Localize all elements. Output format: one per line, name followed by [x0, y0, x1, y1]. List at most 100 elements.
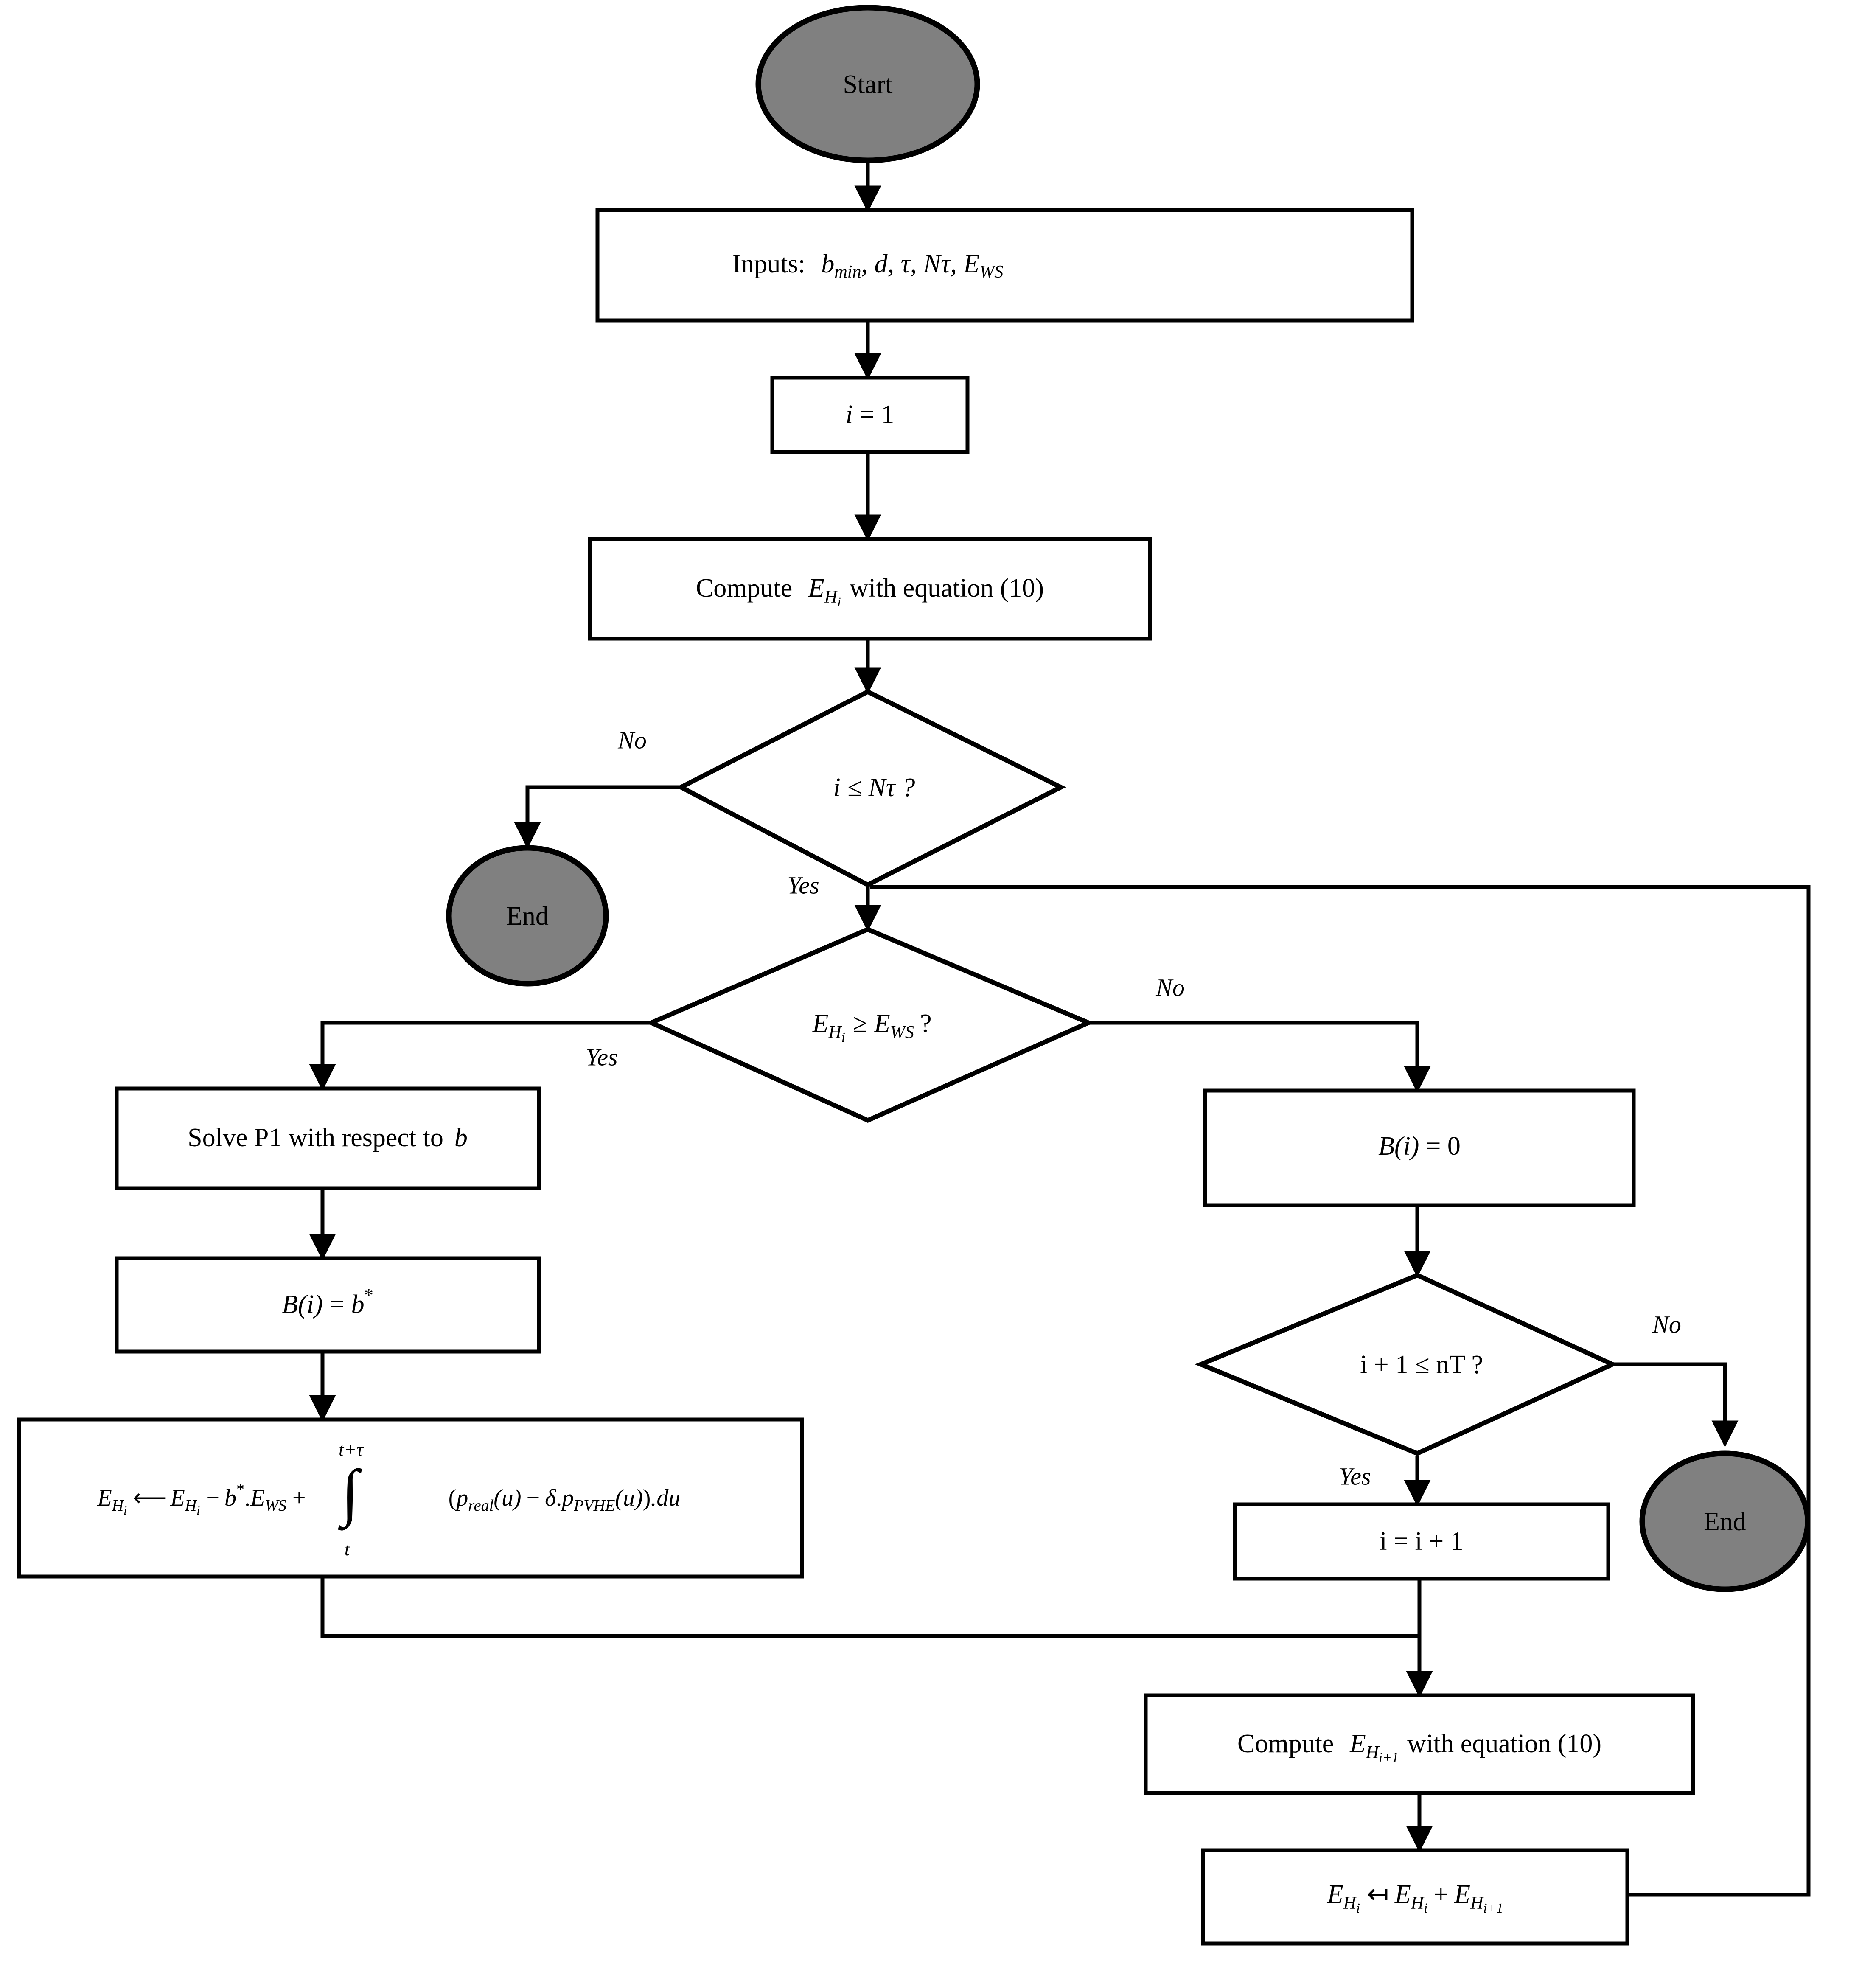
node-init[interactable]: i= 1: [770, 376, 970, 454]
update-E2: E: [170, 1485, 185, 1511]
decision-ntau-label: i≤ Nτ ?: [833, 773, 915, 802]
edge-label-ntau-no: No: [617, 726, 647, 754]
compute-ehi-tail: with equation (10): [850, 574, 1044, 603]
init-i: i: [846, 400, 853, 429]
update-plus: +: [292, 1485, 306, 1511]
accum-box-shape: [1201, 1848, 1629, 1946]
bzero-box-shape: [1203, 1088, 1636, 1207]
accum-plus: +: [1433, 1880, 1448, 1909]
decision-ntau-shape: [676, 689, 1066, 888]
increment-label: i = i + 1: [1380, 1527, 1463, 1556]
decision-ews-label: EHi≥EWS?: [812, 1009, 932, 1045]
node-bistar[interactable]: B(i) =b*: [115, 1256, 541, 1354]
node-increment[interactable]: i = i + 1: [1233, 1502, 1610, 1581]
accum-H1: H: [1343, 1893, 1357, 1913]
node-inputs[interactable]: Inputs: bmin, d, τ, Nτ, EWS: [595, 208, 1414, 323]
inputs-b: b: [821, 250, 834, 278]
dec-ews-q: ?: [920, 1009, 932, 1038]
accum-arrow: ↤: [1367, 1880, 1389, 1909]
bistar-label: B(i) =b*: [282, 1285, 373, 1319]
update-u2: (u): [615, 1485, 642, 1511]
decision-nt-label: i + 1 ≤ nT ?: [1360, 1350, 1483, 1379]
bistar-box-shape: [115, 1256, 541, 1354]
bistar-b: b: [351, 1290, 365, 1319]
solve-p1-b: b: [454, 1123, 468, 1152]
accum-label: EHi↤EHi+EHi+1: [1327, 1880, 1503, 1916]
node-solve-p1[interactable]: Solve P1 with respect to b: [115, 1086, 541, 1190]
node-decision-nt[interactable]: i + 1 ≤ nT ?: [1195, 1273, 1618, 1456]
increment-box-shape: [1233, 1502, 1610, 1581]
accum-E3: E: [1454, 1880, 1470, 1909]
compute-ehi-E: E: [808, 574, 824, 603]
compute-ehi1-E: E: [1349, 1729, 1366, 1758]
dec-ntau-rest: ≤ Nτ ?: [847, 773, 915, 802]
update-p1: p: [454, 1485, 468, 1511]
update-paren-close: ): [643, 1485, 651, 1511]
update-real: real: [468, 1497, 494, 1515]
inputs-prefix: Inputs:: [732, 250, 805, 278]
init-eq: = 1: [860, 400, 894, 429]
update-lhs: EHi⟵EHi−b*.EWS+: [97, 1481, 306, 1518]
bistar-eq: =: [330, 1290, 345, 1319]
accum-i2: i: [1424, 1900, 1427, 1916]
node-start[interactable]: Start: [755, 5, 980, 163]
edge-update-merge: [320, 1577, 1419, 1638]
node-end-2[interactable]: End: [1639, 1450, 1811, 1592]
inputs-ews: WS: [979, 262, 1003, 282]
dec-ews-E2: E: [874, 1009, 890, 1038]
update-rhs: (preal(u)−δ.pPVHE(u)).du: [449, 1485, 681, 1515]
compute-ehi-word: Compute: [696, 574, 792, 603]
update-integral-upper: t+τ: [339, 1439, 364, 1460]
bistar-B: B: [282, 1290, 298, 1319]
edge-label-layer: No Yes Yes No No Yes: [586, 726, 1681, 1490]
end2-label: End: [1704, 1507, 1746, 1536]
node-end-1[interactable]: End: [446, 845, 609, 987]
accum-i3: i+1: [1483, 1900, 1503, 1916]
node-decision-ews[interactable]: EHi≥EWS?: [645, 927, 1094, 1123]
dec-ews-E1: E: [812, 1009, 829, 1038]
update-E3: E: [250, 1485, 265, 1511]
solve-p1-label: Solve P1 with respect to b: [188, 1123, 468, 1152]
solve-p1-text: Solve P1 with respect to: [188, 1123, 443, 1152]
update-i1: i: [123, 1504, 127, 1518]
compute-ehi-box-shape: [588, 537, 1152, 641]
update-integral-sign: ∫: [338, 1457, 362, 1531]
compute-ehi-i: i: [837, 594, 841, 609]
bistar-star: *: [365, 1285, 373, 1305]
inputs-box-shape: [595, 208, 1414, 323]
inputs-bmin: min: [834, 262, 861, 282]
update-E1: E: [97, 1485, 112, 1511]
edge-decntau-no-end1: [514, 785, 683, 849]
edge-label-ntau-yes: Yes: [787, 871, 819, 899]
bzero-label: B(i)= 0: [1378, 1132, 1461, 1161]
compute-ehi1-tail: with equation (10): [1407, 1729, 1601, 1758]
update-dot1: .: [244, 1485, 250, 1511]
bzero-eq: = 0: [1426, 1132, 1460, 1161]
bzero-B: B: [1378, 1132, 1394, 1161]
solve-p1-box-shape: [115, 1086, 541, 1190]
edge-label-nt-no: No: [1652, 1310, 1681, 1338]
update-minus2: −: [527, 1485, 540, 1511]
edge-label-ews-yes: Yes: [586, 1043, 617, 1071]
accum-E1: E: [1327, 1880, 1343, 1909]
edge-decews-yes-solvep1: [309, 1021, 653, 1091]
end1-terminator-shape: [446, 845, 609, 987]
edge-decnt-no-end2: [1608, 1362, 1739, 1448]
node-decision-ntau[interactable]: i≤ Nτ ?: [676, 689, 1066, 888]
node-accumulate[interactable]: EHi↤EHi+EHi+1: [1201, 1848, 1629, 1946]
dec-ews-H1: H: [828, 1022, 842, 1042]
node-bzero[interactable]: B(i)= 0: [1203, 1088, 1636, 1207]
dec-ntau-i: i: [833, 773, 841, 802]
compute-ehi1-box-shape: [1144, 1693, 1695, 1795]
node-update-equation[interactable]: t+τ t ∫ EHi⟵EHi−b*.EWS+ (preal(u)−δ.pPVH…: [17, 1417, 804, 1579]
bistar-i: (i): [298, 1290, 323, 1319]
update-i2: i: [196, 1504, 200, 1518]
edge-layer: [309, 136, 1811, 1897]
accum-i1: i: [1356, 1900, 1360, 1916]
inputs-rest: , d, τ, Nτ, E: [861, 250, 980, 278]
